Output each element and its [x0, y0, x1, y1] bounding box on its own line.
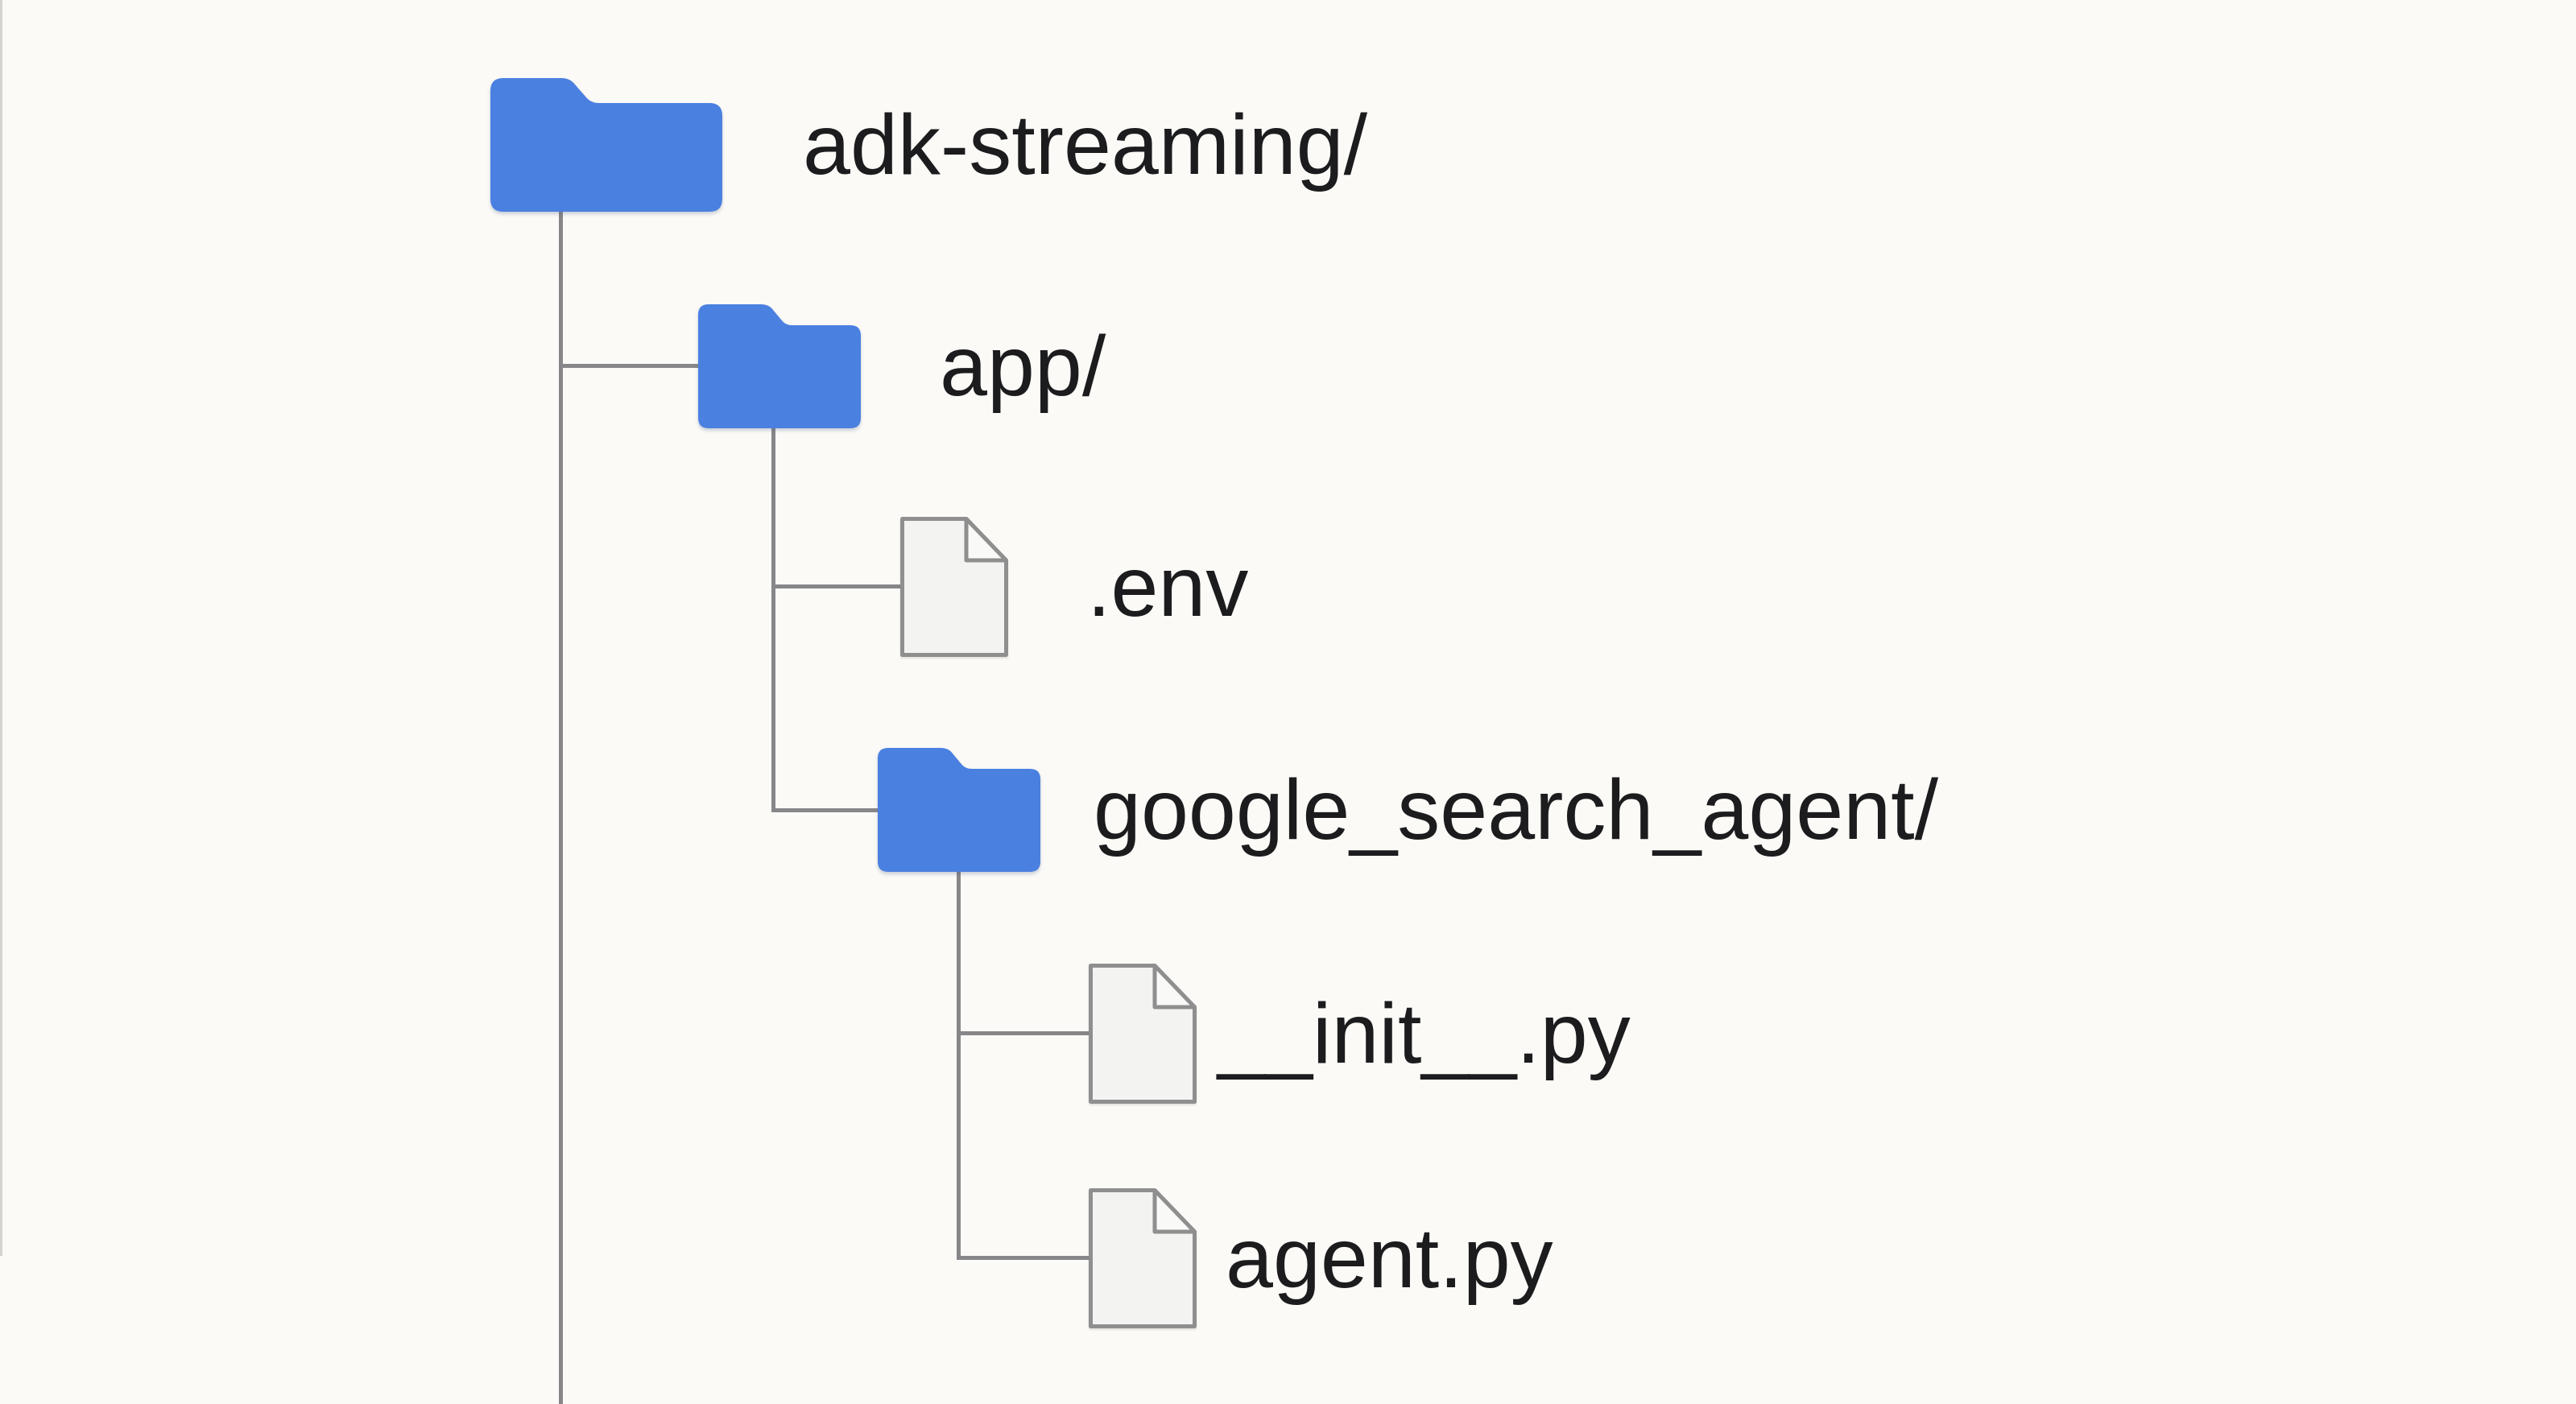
tree-line-root-vertical	[559, 206, 563, 1404]
tree-line-google-branch	[771, 808, 879, 812]
tree-label-env: .env	[1087, 539, 1249, 634]
tree-label-init-py: __init__.py	[1218, 985, 1631, 1081]
tree-label-agent-py: agent.py	[1226, 1210, 1553, 1306]
folder-icon-google-search-agent	[878, 748, 1040, 872]
tree-line-init-branch	[957, 1031, 1090, 1035]
left-edge-line	[0, 0, 2, 1256]
folder-icon-app	[698, 304, 861, 428]
tree-label-google-search-agent: google_search_agent/	[1094, 762, 1939, 857]
tree-line-agent-branch	[957, 1256, 1090, 1260]
file-icon-init-py	[1089, 964, 1197, 1104]
tree-line-app-vertical	[771, 419, 775, 812]
tree-line-google-vertical	[957, 866, 961, 1260]
folder-icon-adk-streaming	[490, 78, 722, 212]
file-icon-agent-py	[1089, 1188, 1197, 1328]
file-icon-env	[900, 517, 1008, 657]
tree-label-app: app/	[940, 318, 1106, 414]
tree-label-adk-streaming: adk-streaming/	[803, 97, 1368, 192]
tree-line-env-branch	[771, 584, 902, 588]
tree-line-app-branch	[559, 364, 698, 368]
